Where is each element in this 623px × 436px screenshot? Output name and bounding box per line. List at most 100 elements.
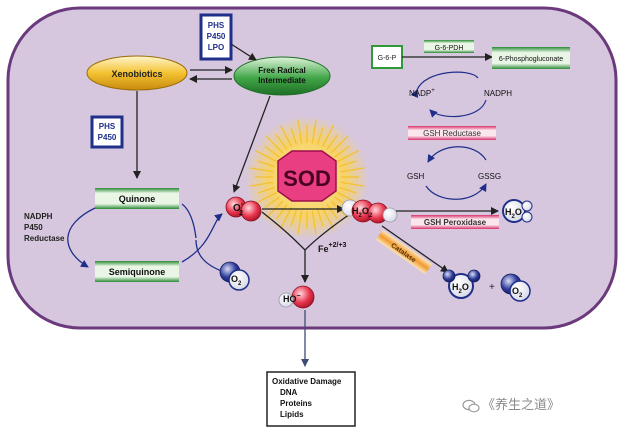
superoxide-molecule: O-2 bbox=[225, 196, 262, 222]
sod-ray bbox=[255, 150, 277, 163]
water-r-o: O bbox=[515, 207, 522, 217]
sod-ray bbox=[311, 119, 317, 144]
nadp-sup: + bbox=[431, 88, 435, 94]
damage-lipids: Lipids bbox=[280, 410, 304, 419]
sod-enzyme: SOD bbox=[245, 116, 369, 240]
sod-ray bbox=[275, 134, 288, 150]
free-radical-label-2: Intermediate bbox=[258, 76, 306, 85]
hydroxyl-charge: − bbox=[297, 293, 301, 300]
free-radical-label-1: Free Radical bbox=[258, 66, 306, 75]
water-b-o: O bbox=[462, 282, 469, 292]
sod-ray bbox=[321, 207, 334, 229]
water-molecule-right: H2O bbox=[502, 199, 533, 223]
damage-proteins: Proteins bbox=[280, 399, 313, 408]
fenton-sup: +2/+3 bbox=[329, 242, 347, 249]
g6p-box: G-6-P bbox=[371, 45, 403, 69]
oxygen-l-sub: 2 bbox=[238, 281, 242, 287]
sod-ray bbox=[290, 127, 298, 145]
reductase-label-3: Reductase bbox=[24, 234, 65, 243]
g6p-label: G-6-P bbox=[378, 55, 397, 62]
arrow-cycle-to-quinone bbox=[181, 203, 197, 239]
gsh-reductase-label: GSH Reductase bbox=[423, 129, 481, 138]
enzyme-top-2: P450 bbox=[207, 32, 226, 41]
sod-ray bbox=[316, 209, 324, 227]
h2o2-h-sub: 2 bbox=[359, 213, 363, 219]
arrow-fr-to-superoxide bbox=[232, 95, 271, 193]
water-b-sub: 2 bbox=[459, 289, 463, 295]
semiquinone-label: Semiquinone bbox=[109, 267, 166, 277]
sod-ray bbox=[340, 167, 365, 173]
arrow-oxygen-to-cycle bbox=[195, 239, 225, 273]
sod-ray bbox=[297, 119, 303, 144]
svg-text:O2: O2 bbox=[512, 286, 523, 299]
svg-text:NADP+: NADP+ bbox=[409, 88, 435, 98]
gsh-label: GSH bbox=[407, 172, 425, 181]
enzyme-top-1: PHS bbox=[208, 21, 225, 30]
arrow-enzyme-to-fr bbox=[230, 43, 257, 61]
enzyme-box-phs-p450-lpo: PHS P450 LPO bbox=[199, 13, 233, 61]
oxygen-molecule-left: O2 bbox=[219, 261, 250, 291]
arrow-semiquinone-to-superoxide bbox=[181, 213, 223, 263]
nadp-label: NADP bbox=[409, 89, 431, 98]
oxygen-r-sub: 2 bbox=[519, 293, 523, 299]
sod-ray bbox=[339, 186, 357, 194]
hydroxyl-label: HO bbox=[283, 294, 297, 304]
sod-ray bbox=[321, 125, 334, 147]
sod-ray bbox=[316, 127, 324, 145]
gsh-peroxidase-node: GSH Peroxidase bbox=[411, 215, 499, 229]
svg-text:H2O: H2O bbox=[505, 207, 522, 220]
arc-gsh-to-gssg bbox=[425, 183, 487, 200]
sod-ray bbox=[326, 134, 339, 150]
h2o2-h: H bbox=[352, 206, 359, 216]
arrow-quinone-to-semiquinone bbox=[67, 207, 96, 268]
free-radical-node: Free Radical Intermediate bbox=[233, 56, 331, 96]
enzyme-top-3: LPO bbox=[208, 43, 224, 52]
watermark-text: 《养生之道》 bbox=[482, 398, 561, 413]
sod-ray bbox=[311, 210, 317, 235]
hydrogen-peroxide-molecule: H2O2 bbox=[341, 199, 398, 224]
enzyme-box-phs-p450: PHS P450 bbox=[90, 115, 124, 149]
wechat-icon bbox=[462, 399, 480, 412]
reductase-label-1: NADPH bbox=[24, 212, 53, 221]
oxygen-molecule-right: O2 bbox=[500, 273, 531, 302]
hydroxyl-radical: HO− bbox=[278, 285, 315, 309]
sod-ray bbox=[334, 145, 350, 158]
h2o2-o-sub: 2 bbox=[369, 213, 373, 219]
sod-ray bbox=[257, 160, 275, 168]
sod-ray bbox=[330, 135, 349, 154]
gsh-peroxidase-label: GSH Peroxidase bbox=[424, 218, 487, 227]
oxygen-r-o: O bbox=[512, 286, 519, 296]
sod-ray bbox=[337, 150, 359, 163]
quinone-node: Quinone bbox=[95, 188, 179, 209]
superoxide-sub: 2 bbox=[239, 210, 243, 217]
sod-ray bbox=[265, 135, 284, 154]
xenobiotics-node: Xenobiotics bbox=[86, 55, 188, 91]
sod-ray bbox=[297, 210, 303, 235]
sod-ray bbox=[280, 207, 293, 229]
water-molecule-bottom: H2O bbox=[442, 269, 481, 299]
water-r-h: H bbox=[505, 207, 512, 217]
sod-ray bbox=[249, 167, 274, 173]
nadph-label: NADPH bbox=[484, 89, 512, 98]
enzyme-left-2: P450 bbox=[98, 133, 117, 142]
sod-label: SOD bbox=[283, 166, 331, 191]
watermark: 《养生之道》 bbox=[462, 394, 560, 413]
sod-ray bbox=[249, 181, 274, 187]
arc-gssg-to-gsh bbox=[427, 146, 487, 163]
sod-ray bbox=[339, 160, 357, 168]
enzyme-left-1: PHS bbox=[99, 122, 116, 131]
damage-dna: DNA bbox=[280, 388, 298, 397]
svg-text:H2O2: H2O2 bbox=[352, 206, 373, 219]
oxidative-damage-box: Oxidative Damage DNA Proteins Lipids bbox=[266, 371, 356, 427]
phosphogluconate-node: 6-Phosphogluconate bbox=[492, 47, 570, 69]
water-r-sub: 2 bbox=[512, 214, 516, 220]
sod-ray bbox=[280, 125, 293, 147]
sod-ray bbox=[290, 209, 298, 227]
oxygen-l-o: O bbox=[231, 274, 238, 284]
svg-text:HO−: HO− bbox=[283, 293, 301, 304]
damage-title: Oxidative Damage bbox=[272, 377, 342, 386]
fenton-label: Fe bbox=[318, 244, 329, 254]
sod-ray bbox=[264, 145, 280, 158]
sod-ray bbox=[326, 204, 339, 220]
